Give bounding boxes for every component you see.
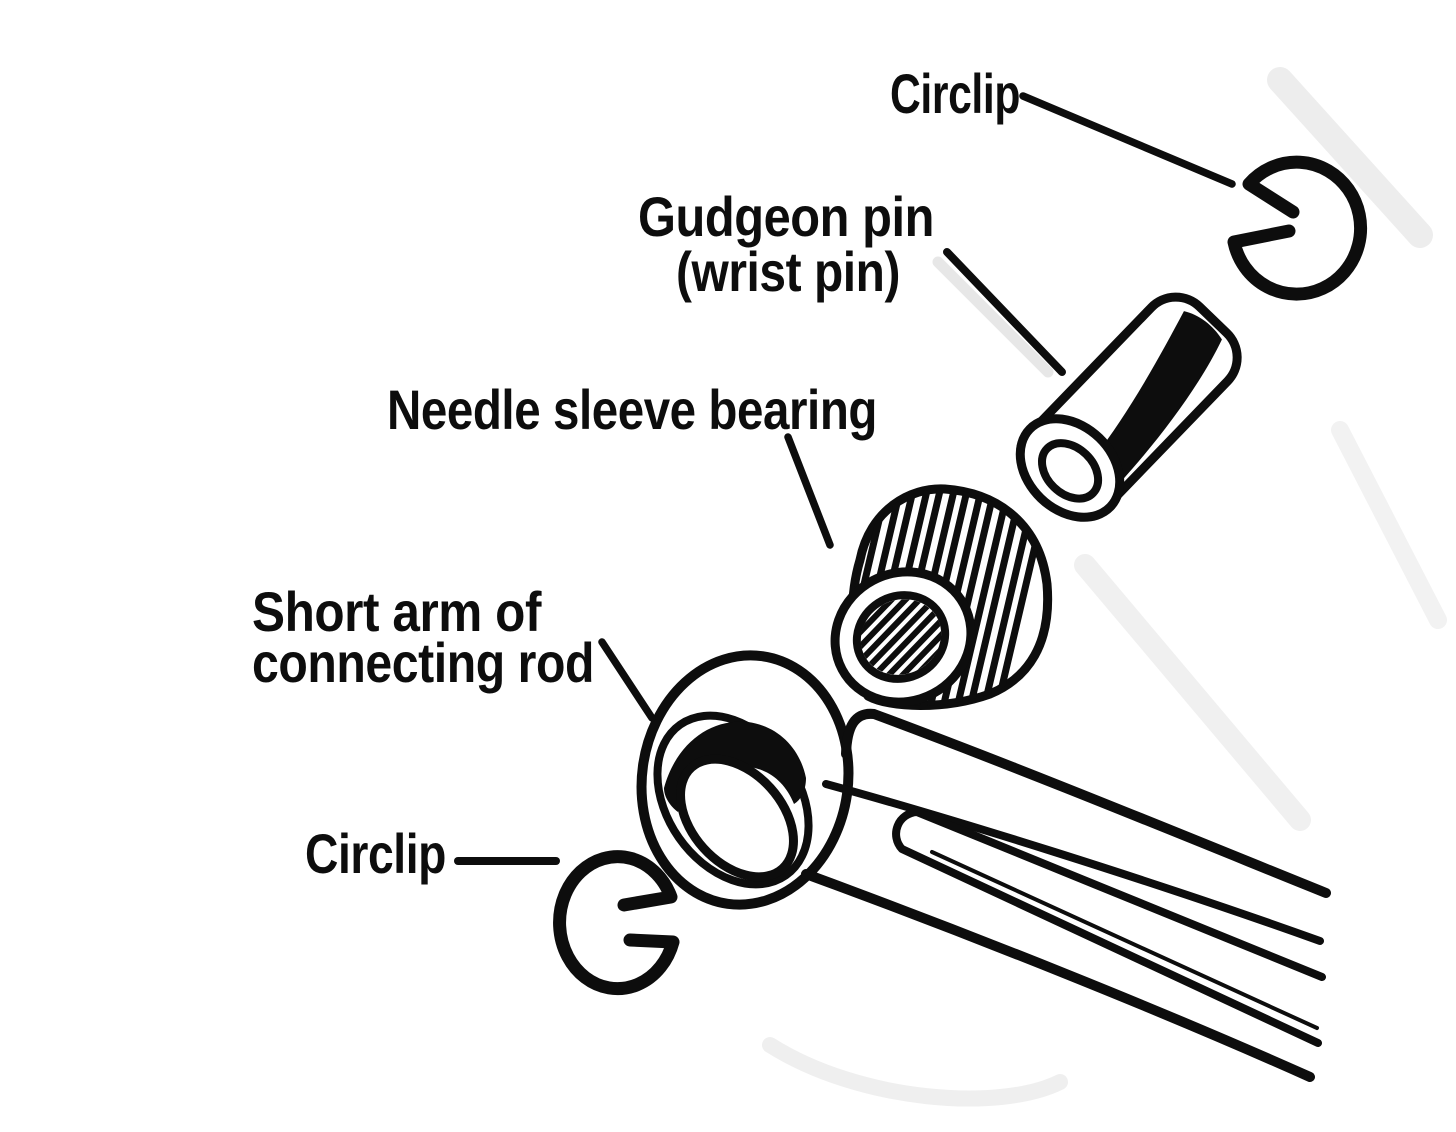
- pin-bore-hole: [1038, 439, 1103, 503]
- shaft-bottom-edge: [801, 869, 1315, 1082]
- leader-short-arm: [598, 638, 656, 722]
- leader-lines: [454, 92, 1236, 865]
- label-short-arm-line2: connecting rod: [252, 631, 594, 694]
- shaft-slot-inner-line: [930, 850, 1319, 1030]
- label-short-arm-line1: Short arm of: [252, 580, 542, 643]
- gudgeon-pin-drawing: [1015, 292, 1242, 522]
- circlip-top-drawing: [1227, 155, 1368, 301]
- leader-circlip-top: [1019, 92, 1236, 188]
- label-needle-bearing: Needle sleeve bearing: [387, 378, 877, 441]
- scan-artifacts: [762, 67, 1447, 1107]
- pin-shading: [1093, 311, 1222, 480]
- label-circlip-bottom: Circlip: [305, 822, 446, 885]
- shaft-slot: [892, 808, 1326, 1047]
- labels: Circlip Gudgeon pin (wrist pin) Needle s…: [252, 62, 1021, 885]
- leader-gudgeon-pin: [943, 248, 1066, 376]
- label-circlip-top: Circlip: [890, 62, 1020, 125]
- connecting-rod-shaft-drawing: [801, 708, 1331, 1082]
- label-gudgeon-pin-line1: Gudgeon pin: [638, 185, 934, 248]
- shaft-upper-inner-edge: [822, 780, 1324, 945]
- shaft-top-edge: [841, 708, 1331, 898]
- leader-needle-bearing: [784, 433, 834, 549]
- label-gudgeon-pin-line2: (wrist pin): [676, 240, 900, 303]
- needle-sleeve-bearing-drawing: [830, 484, 1053, 710]
- circlip-bottom-drawing: [553, 850, 680, 996]
- connecting-rod-small-end-drawing: [636, 650, 854, 910]
- eye-bore: [676, 754, 798, 882]
